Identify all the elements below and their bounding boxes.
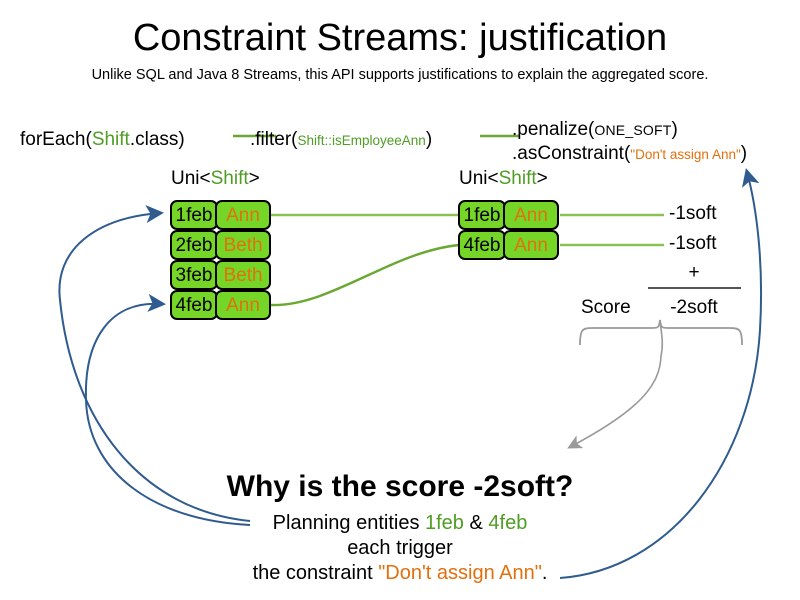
- fact-employee: Beth: [215, 260, 271, 290]
- code-filter-call: .filter(: [250, 129, 298, 150]
- total-score: -2soft: [670, 297, 718, 318]
- table-row[interactable]: 1feb Ann: [458, 200, 559, 230]
- table-row[interactable]: 4feb Ann: [458, 230, 559, 260]
- explanation-line-1-amp: &: [463, 512, 489, 534]
- fact-employee: Ann: [503, 230, 559, 260]
- page-title: Constraint Streams: justification: [132, 17, 668, 59]
- fact-employee: Ann: [215, 290, 271, 320]
- code-foreach-type: Shift: [91, 129, 130, 150]
- explanation-line-2: each trigger: [347, 537, 453, 559]
- code-as-constraint-call: .asConstraint(: [512, 143, 631, 164]
- fact-date: 3feb: [170, 260, 218, 290]
- code-foreach-call: forEach(: [20, 129, 92, 150]
- code-filter: .filter(Shift::isEmployeeAnn): [250, 128, 432, 153]
- fact-employee: Ann: [503, 200, 559, 230]
- explanation-entity-4feb: 4feb: [488, 512, 528, 534]
- explanation-line-3-prefix: the constraint: [252, 562, 379, 584]
- explanation-entity-1feb: 1feb: [425, 512, 464, 534]
- explanation-line-1: Planning entities 1feb & 4feb: [0, 511, 800, 536]
- code-filter-arg: Shift::isEmployeeAnn: [297, 133, 426, 148]
- uni-right-prefix: Uni<: [459, 168, 499, 189]
- match-score-1: -1soft: [669, 203, 717, 224]
- fact-date: 1feb: [170, 200, 218, 230]
- fact-date: 2feb: [170, 230, 218, 260]
- uni-left-type: Shift: [210, 168, 249, 189]
- score-label: Score: [581, 297, 631, 318]
- code-filter-tail: ): [425, 129, 433, 150]
- uni-right-suffix: >: [536, 168, 548, 189]
- table-row[interactable]: 4feb Ann: [170, 290, 271, 320]
- explanation-constraint-name: "Don't assign Ann": [378, 562, 542, 584]
- sum-operator: +: [688, 262, 700, 283]
- explanation-line-3: the constraint "Don't assign Ann".: [0, 561, 800, 586]
- code-foreach-tail: .class): [129, 129, 185, 150]
- fact-employee: Ann: [215, 200, 271, 230]
- fact-date: 1feb: [458, 200, 506, 230]
- code-foreach: forEach(Shift.class): [20, 128, 185, 152]
- fact-employee: Beth: [215, 230, 271, 260]
- fact-date: 4feb: [458, 230, 506, 260]
- table-row[interactable]: 3feb Beth: [170, 260, 271, 290]
- code-penalize: .penalize(ONE_SOFT): [512, 118, 678, 142]
- uni-left-prefix: Uni<: [171, 168, 211, 189]
- code-penalize-call: .penalize(: [512, 119, 595, 140]
- code-as-constraint-arg: "Don't assign Ann": [630, 147, 741, 162]
- table-row[interactable]: 1feb Ann: [170, 200, 271, 230]
- uni-label-right: Uni<Shift>: [459, 168, 548, 190]
- code-penalize-arg: ONE_SOFT: [594, 122, 672, 138]
- flow-curve-4feb: [270, 243, 460, 307]
- score-brace-tail: [659, 319, 664, 357]
- code-as-constraint-tail: ): [740, 143, 748, 164]
- uni-left-suffix: >: [248, 168, 260, 189]
- explanation-line-3-suffix: .: [541, 562, 548, 584]
- score-brace: [579, 319, 743, 346]
- page-subtitle: Unlike SQL and Java 8 Streams, this API …: [91, 67, 709, 83]
- table-row[interactable]: 2feb Beth: [170, 230, 271, 260]
- match-score-2: -1soft: [669, 233, 717, 254]
- code-as-constraint: .asConstraint("Don't assign Ann"): [512, 142, 747, 167]
- brace-to-question-arrow: [567, 355, 662, 449]
- uni-right-type: Shift: [498, 168, 537, 189]
- uni-label-left: Uni<Shift>: [171, 168, 260, 190]
- fact-date: 4feb: [170, 290, 218, 320]
- explanation-question: Why is the score -2soft?: [226, 470, 574, 503]
- code-penalize-tail: ): [671, 119, 678, 140]
- explanation-line-1-prefix: Planning entities: [272, 512, 425, 534]
